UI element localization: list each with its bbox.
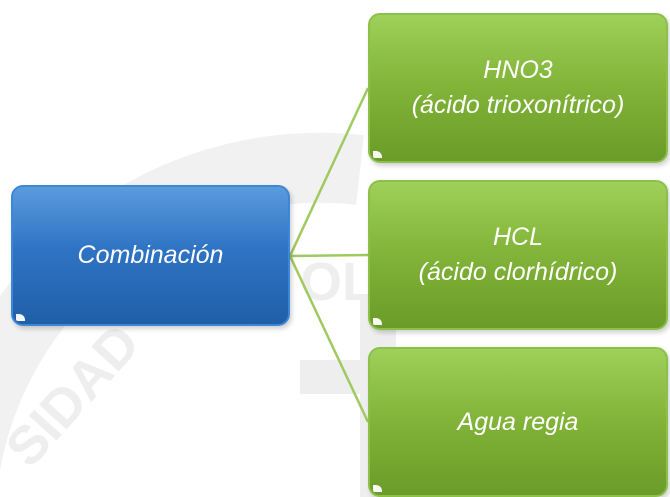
child-node-label: Agua regia — [457, 407, 579, 436]
corner-fold-icon — [373, 485, 382, 492]
child-node[interactable]: Agua regia — [368, 347, 668, 497]
connector-line — [288, 87, 370, 257]
child-node-label: HCL (ácido clorhídrico) — [418, 223, 618, 286]
corner-fold-icon — [373, 318, 382, 325]
child-node[interactable]: HNO3 (ácido trioxonítrico) — [368, 13, 668, 163]
corner-fold-icon — [16, 314, 25, 321]
connector-line — [288, 255, 370, 423]
root-node[interactable]: Combinación — [11, 185, 290, 326]
child-node-label: HNO3 (ácido trioxonítrico) — [411, 56, 625, 119]
corner-fold-icon — [373, 151, 382, 158]
root-node-label: Combinación — [77, 241, 224, 269]
child-node[interactable]: HCL (ácido clorhídrico) — [368, 180, 668, 330]
connector-line — [289, 253, 369, 258]
